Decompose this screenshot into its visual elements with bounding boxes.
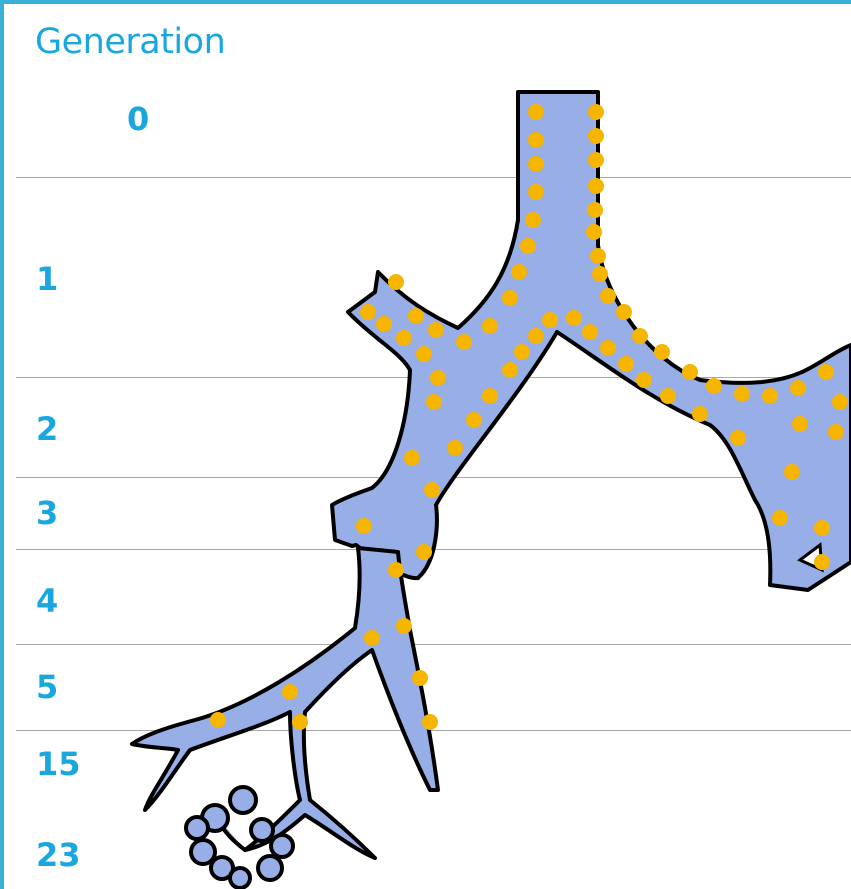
particle-dot — [654, 344, 670, 360]
particle-dot — [772, 510, 788, 526]
particle-dot — [600, 340, 616, 356]
particle-dot — [528, 104, 544, 120]
particle-dot — [502, 362, 518, 378]
particle-dot — [586, 224, 602, 240]
particle-dot — [511, 264, 527, 280]
particle-dot — [790, 380, 806, 396]
particle-dot — [660, 388, 676, 404]
particle-dot — [210, 712, 226, 728]
particle-dot — [388, 562, 404, 578]
particle-dot — [364, 630, 380, 646]
particle-dot — [588, 178, 604, 194]
particle-dot — [632, 328, 648, 344]
particle-dot — [447, 440, 463, 456]
particle-dot — [528, 132, 544, 148]
particle-dot — [520, 238, 536, 254]
particle-dot — [814, 554, 830, 570]
particle-dot — [360, 304, 376, 320]
particle-dot — [528, 184, 544, 200]
particle-dot — [588, 128, 604, 144]
particle-dot — [600, 288, 616, 304]
particle-dot — [408, 308, 424, 324]
particle-dot — [692, 406, 708, 422]
particle-dot — [636, 372, 652, 388]
particle-dot — [814, 520, 830, 536]
particle-dot — [502, 290, 518, 306]
particle-dot — [422, 714, 438, 730]
alveolar-sac-cluster — [186, 787, 293, 888]
particle-dot — [588, 104, 604, 120]
particle-dot — [282, 684, 298, 700]
particle-dot — [792, 416, 808, 432]
particle-dot — [404, 450, 420, 466]
particle-dot — [762, 388, 778, 404]
particle-dot — [582, 324, 598, 340]
particle-dot — [412, 670, 428, 686]
particle-dot — [590, 248, 606, 264]
particle-dot — [424, 482, 440, 498]
particle-dot — [682, 364, 698, 380]
particle-dot — [396, 330, 412, 346]
particle-dot — [428, 322, 444, 338]
particle-dot — [396, 618, 412, 634]
particle-dot — [388, 274, 404, 290]
particle-dot — [514, 344, 530, 360]
lower-left-branch — [132, 548, 438, 858]
particle-dot — [587, 202, 603, 218]
particle-dot — [525, 212, 541, 228]
particle-dot — [592, 266, 608, 282]
particle-dot — [456, 334, 472, 350]
particle-dot — [528, 328, 544, 344]
particle-dot — [426, 394, 442, 410]
particle-dot — [730, 430, 746, 446]
particle-dot — [430, 370, 446, 386]
particle-dot — [828, 424, 844, 440]
particle-dot — [706, 378, 722, 394]
particle-dot — [482, 388, 498, 404]
particle-dot — [416, 544, 432, 560]
particle-dot — [356, 518, 372, 534]
particle-dot — [376, 316, 392, 332]
particle-dot — [482, 318, 498, 334]
particle-dot — [832, 394, 848, 410]
particle-dot — [528, 156, 544, 172]
particle-dot — [588, 152, 604, 168]
particle-dot — [818, 364, 834, 380]
particle-dot — [292, 714, 308, 730]
particle-dot — [542, 312, 558, 328]
particle-dot — [616, 304, 632, 320]
particle-dot — [416, 346, 432, 362]
particle-dot — [566, 310, 582, 326]
particle-dot — [734, 386, 750, 402]
particle-dot — [466, 412, 482, 428]
particle-dot — [618, 356, 634, 372]
particle-dot — [784, 464, 800, 480]
